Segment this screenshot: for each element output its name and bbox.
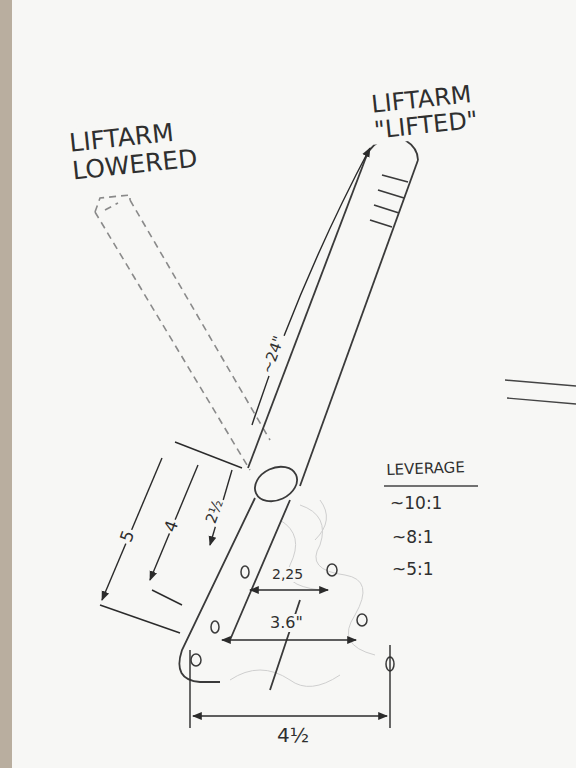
arm-label: LIFTARM LOWERED: [66, 112, 245, 185]
holes: [191, 564, 394, 671]
dimension: 4½: [275, 724, 311, 746]
dimension: 3.6": [268, 614, 305, 632]
dimension: ~24": [258, 332, 288, 378]
lifted-liftarm: [248, 137, 418, 508]
arm-label: LIFTARM "LIFTED": [368, 73, 552, 144]
dimension: 2,25: [270, 567, 305, 582]
paper-edge: [0, 0, 12, 768]
length-arrow: [252, 148, 370, 425]
link-plate: [179, 498, 300, 690]
dimension: 2½: [202, 496, 227, 528]
dimension: 5: [116, 526, 139, 546]
lowered-liftarm: [95, 195, 270, 470]
heading: LEVERAGE: [384, 459, 467, 478]
leverage-ratio: ~5:1: [390, 560, 436, 579]
dimension-lines: [100, 442, 390, 728]
shading: [230, 500, 375, 686]
edge-lines: [384, 380, 576, 486]
leverage-ratio: ~10:1: [388, 494, 444, 513]
dimension: 4: [160, 516, 183, 536]
leverage-ratio: ~8:1: [390, 528, 436, 547]
